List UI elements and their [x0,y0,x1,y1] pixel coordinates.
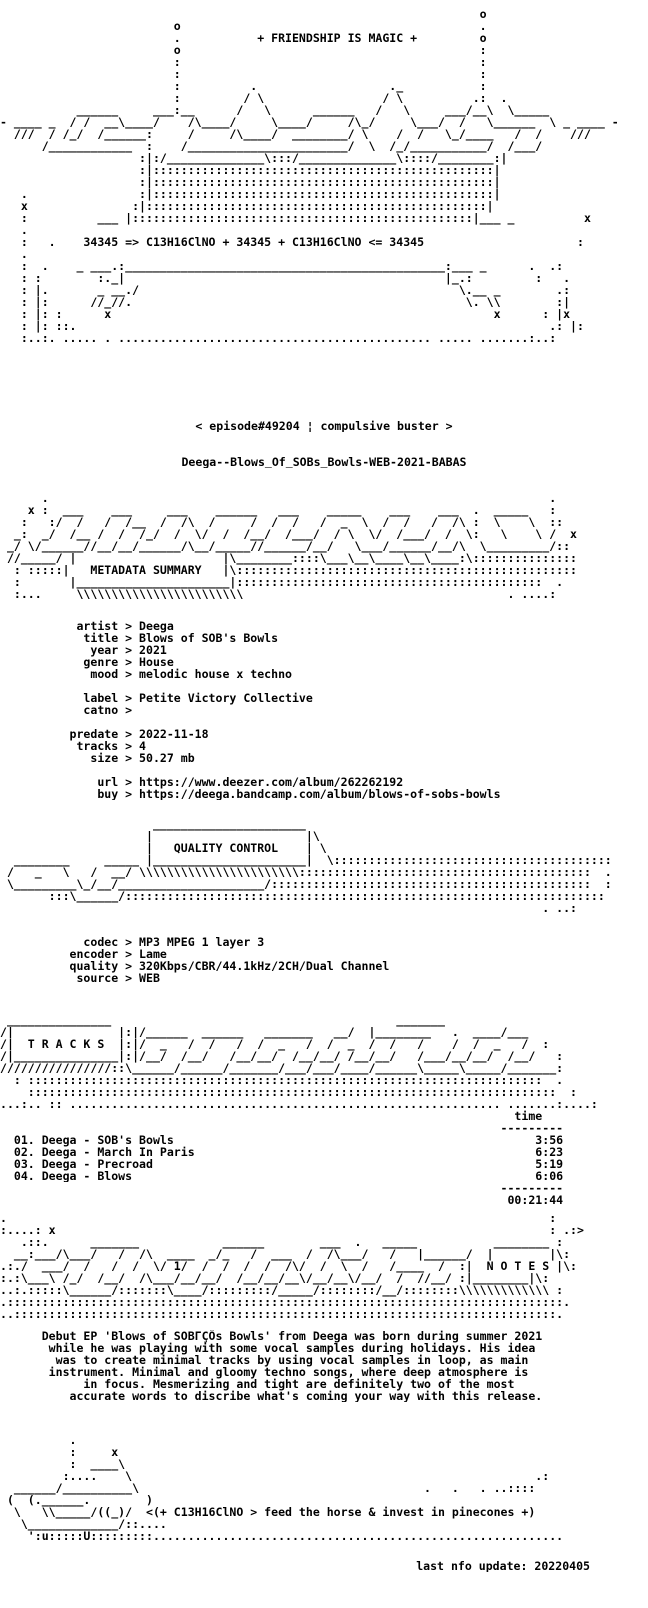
tracks-total-time: --------- 00:21:44 [500,1182,564,1206]
ascii-tracks-banner: _______________ _______ /| |:|/______ __… [0,1014,598,1110]
notes-text: Debut EP 'Blows of SOBΓÇÖs Bowls' from D… [41,1330,543,1402]
ascii-notes-banner: . : :....: x : .:> .::. _______ __ [0,1212,584,1320]
ascii-metadata-banner: . . x : ___ ___ ___ ______ ___ _____ ___… [6,492,578,600]
release-name: Deega--Blows_Of_SOBs_Bowls-WEB-2021-BABA… [181,456,467,468]
quality-control-fields: codec > MP3 MPEG 1 layer 3 encoder > Lam… [69,936,390,984]
episode-line: < episode#49204 ¦ compulsive buster > [195,420,453,432]
metadata-summary-fields: artist > Deega title > Blows of SOB's Bo… [69,620,501,800]
ascii-header-art: o o . . + FRIENDSHIP IS MAGIC + o o [0,8,619,344]
ascii-quality-control-banner: ______________________ | |\ | QUALITY CO… [6,818,612,914]
ascii-footer-art: . : x : ____\ :.... \ .: ______/________… [6,1434,564,1542]
tracks-list: 01. Deega - SOB's Bowls 3:56 02. Deega -… [13,1134,564,1182]
tracks-time-header: time --------- [500,1110,564,1134]
last-nfo-update: last nfo update: 20220405 [416,1560,590,1572]
